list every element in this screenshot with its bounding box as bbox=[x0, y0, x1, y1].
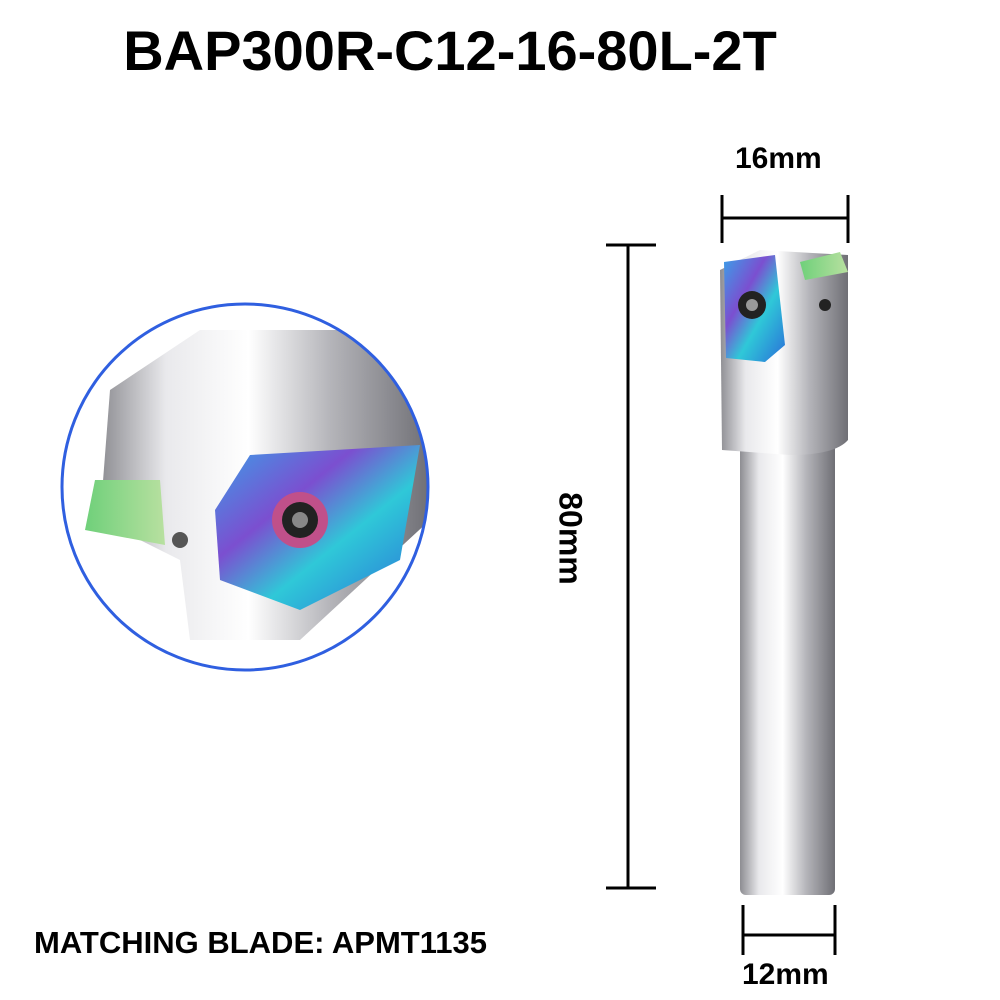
product-title: BAP300R-C12-16-80L-2T bbox=[123, 19, 777, 82]
closeup-circle-border bbox=[60, 302, 430, 672]
matching-blade-label: MATCHING BLADE: APMT1135 bbox=[34, 925, 487, 960]
shank-diameter-label: 12mm bbox=[742, 958, 829, 991]
tool-body bbox=[720, 250, 848, 895]
dimension-lines bbox=[606, 195, 850, 955]
head-diameter-label: 16mm bbox=[735, 142, 822, 175]
length-label: 80mm bbox=[552, 492, 589, 585]
insert-closeup bbox=[62, 304, 428, 670]
